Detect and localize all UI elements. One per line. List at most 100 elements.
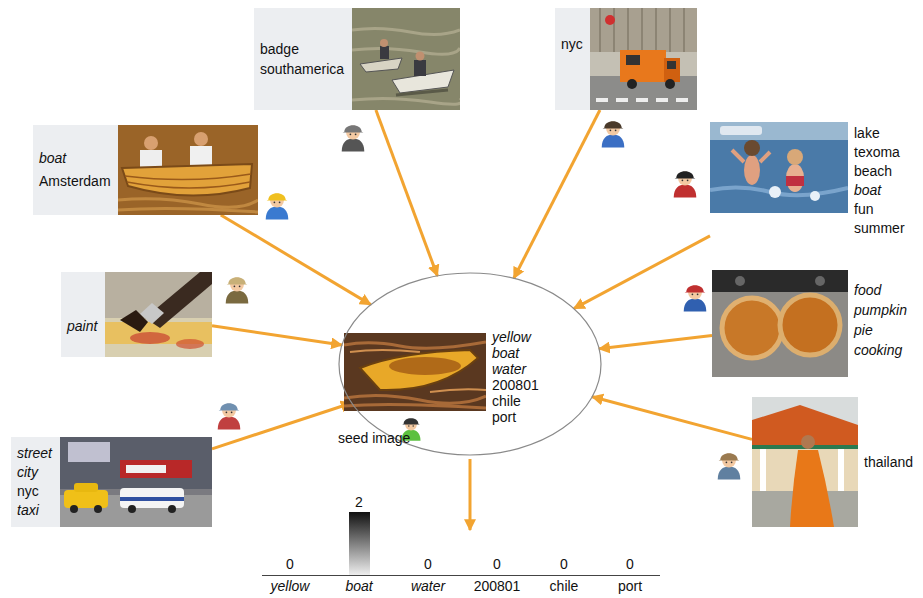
boats-photo bbox=[352, 8, 460, 110]
seed-boat-photo bbox=[389, 357, 461, 375]
boats-photo bbox=[380, 46, 389, 59]
histogram bbox=[262, 512, 660, 576]
image-tag: cooking bbox=[854, 340, 908, 360]
ellipse-outline bbox=[338, 272, 602, 456]
image-tag: pumpkin bbox=[854, 300, 908, 320]
image-tag: food bbox=[854, 280, 908, 300]
truck-photo bbox=[600, 8, 684, 52]
tagged-photo-panel: boatAmsterdam bbox=[33, 125, 258, 215]
image-tag: water bbox=[492, 361, 540, 377]
tagged-photo-panel: nyc bbox=[555, 8, 697, 110]
result-arrow bbox=[469, 459, 472, 530]
tag-flow-arrow bbox=[592, 397, 752, 440]
tagged-photo-panel: streetcitynyctaxi bbox=[11, 437, 212, 527]
image-tag: lake bbox=[854, 124, 906, 143]
temple-photo bbox=[752, 397, 858, 527]
boats-photo bbox=[360, 58, 402, 72]
boats-photo bbox=[352, 8, 460, 110]
boats-photo bbox=[352, 28, 460, 104]
tag-column: foodpumpkinpiecooking bbox=[848, 270, 914, 377]
image-tag: nyc bbox=[17, 482, 54, 501]
tagged-photo-panel: foodpumpkinpiecooking bbox=[712, 270, 914, 377]
paint-photo bbox=[105, 272, 212, 357]
image-tag: fun bbox=[854, 200, 906, 219]
lake-photo bbox=[810, 191, 820, 201]
truck-photo bbox=[627, 79, 637, 89]
truck-photo bbox=[664, 58, 680, 82]
street-photo bbox=[70, 505, 78, 513]
tag-flow-arrow bbox=[212, 403, 352, 449]
truck-photo bbox=[596, 98, 688, 102]
image-tag: boat bbox=[492, 345, 540, 361]
truck-photo bbox=[590, 8, 697, 110]
seed-boat-photo bbox=[344, 333, 486, 411]
seed-ellipse: yellowboatwater200801chileportseed image bbox=[338, 272, 602, 456]
lake-photo bbox=[710, 122, 848, 213]
image-tag: chile bbox=[492, 393, 540, 409]
tag-column: laketexomabeachboatfunsummer bbox=[848, 122, 912, 242]
user-icons bbox=[218, 403, 241, 429]
user-icons bbox=[718, 453, 741, 479]
wooden-boat-photo bbox=[122, 164, 252, 196]
wooden-boat-photo bbox=[118, 125, 258, 215]
tagged-photo-panel: paint bbox=[61, 272, 212, 357]
image-tag: paint bbox=[67, 316, 99, 336]
wooden-boat-photo bbox=[125, 174, 251, 188]
truck-photo bbox=[590, 8, 697, 110]
paint-photo bbox=[105, 272, 212, 357]
truck-photo bbox=[667, 61, 676, 69]
tag-flow-arrow bbox=[212, 326, 342, 345]
paint-photo bbox=[130, 332, 170, 344]
user-icons bbox=[684, 285, 707, 311]
lake-photo bbox=[769, 186, 781, 198]
tag-column: paint bbox=[61, 272, 105, 357]
tag-flow-arrow bbox=[221, 215, 371, 305]
histogram-count: 0 bbox=[560, 556, 568, 572]
tag-column: thailand bbox=[858, 397, 921, 527]
truck-photo bbox=[605, 15, 615, 25]
image-tag: 200801 bbox=[492, 377, 540, 393]
pies-photo bbox=[815, 276, 825, 286]
image-tag: yellow bbox=[492, 329, 540, 345]
street-photo bbox=[60, 437, 212, 489]
temple-photo bbox=[838, 449, 844, 491]
lake-photo bbox=[786, 176, 804, 186]
street-photo bbox=[168, 505, 176, 513]
truck-photo bbox=[620, 50, 666, 82]
lake-photo bbox=[710, 122, 848, 140]
tagged-photo-panel: laketexomabeachboatfunsummer bbox=[710, 122, 912, 242]
histogram-tag: water bbox=[411, 578, 445, 594]
temple-photo bbox=[801, 435, 815, 449]
image-tag: summer bbox=[854, 219, 906, 238]
histogram-count: 0 bbox=[286, 556, 294, 572]
street-photo bbox=[74, 483, 98, 492]
seed-boat-photo bbox=[344, 333, 486, 411]
pies-photo bbox=[722, 298, 782, 358]
pies-photo bbox=[712, 270, 848, 377]
truck-photo bbox=[626, 55, 640, 65]
image-tag: street bbox=[17, 444, 54, 463]
street-photo bbox=[120, 497, 184, 501]
image-tag: beach bbox=[854, 162, 906, 181]
boats-photo bbox=[396, 90, 448, 95]
tag-column: nyc bbox=[555, 8, 590, 110]
histogram bbox=[349, 512, 370, 575]
boats-photo bbox=[380, 39, 388, 47]
image-tag: boat bbox=[854, 181, 906, 200]
image-tag: texoma bbox=[854, 143, 906, 162]
truck-photo bbox=[665, 79, 675, 89]
histogram-count: 0 bbox=[626, 556, 634, 572]
boats-photo bbox=[414, 60, 426, 76]
pies-photo bbox=[712, 270, 848, 292]
wooden-boat-photo bbox=[194, 132, 208, 146]
node-caption: seed image bbox=[338, 430, 410, 446]
street-photo bbox=[126, 465, 166, 473]
paint-photo bbox=[176, 339, 204, 349]
histogram-tag: yellow bbox=[271, 578, 310, 594]
lake-photo bbox=[786, 164, 804, 192]
lake-photo bbox=[744, 155, 760, 185]
pies-photo bbox=[780, 295, 840, 355]
seed-photo-panel: yellowboatwater200801chileport bbox=[344, 329, 546, 429]
temple-photo bbox=[760, 449, 766, 491]
user-icons bbox=[218, 121, 741, 479]
